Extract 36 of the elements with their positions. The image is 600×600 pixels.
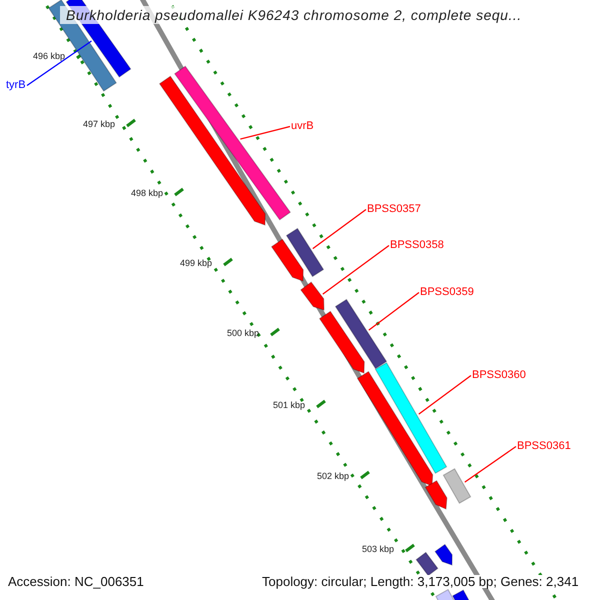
gene-label: BPSS0357 <box>367 204 421 215</box>
footer-text: Topology: circular; Length: 3,173,005 bp; Genes: 2,341 <box>262 575 579 588</box>
gene-label: tyrB <box>6 80 26 91</box>
gene-arrow-block <box>318 310 365 374</box>
leader-line <box>240 126 290 140</box>
leader-line <box>418 375 472 415</box>
gene-label: uvrB <box>291 121 314 132</box>
gene-bar <box>286 228 324 278</box>
tick-label: 500 kbp <box>227 329 260 338</box>
leader-line <box>26 40 92 86</box>
tick-label: 496 kbp <box>33 52 66 61</box>
gene-arrow-block <box>434 544 453 566</box>
gene-bar <box>334 298 388 370</box>
gene-label: BPSS0359 <box>420 287 474 298</box>
gene-label: BPSS0360 <box>472 370 526 381</box>
gene-bar <box>416 552 438 576</box>
gene-label: BPSS0361 <box>517 441 571 452</box>
gene-label: BPSS0358 <box>390 240 444 251</box>
leader-line <box>464 446 516 483</box>
gene-bar <box>374 362 448 474</box>
gene-arrow-block <box>424 480 448 510</box>
tick-label: 502 kbp <box>317 472 350 481</box>
leader-line <box>322 245 390 295</box>
gene-bar <box>442 468 472 504</box>
tick-label: 499 kbp <box>180 259 212 268</box>
footer-text: Accession: NC_006351 <box>8 575 144 588</box>
leader-line <box>312 209 366 250</box>
gene-arrow-block <box>300 281 325 311</box>
gene-arrow-block <box>356 370 434 487</box>
tick-label: 501 kbp <box>273 401 306 410</box>
leader-line <box>368 292 420 331</box>
tick-label: 503 kbp <box>362 545 394 554</box>
gene-bar <box>174 66 291 220</box>
gene-arrow-block <box>270 238 304 282</box>
tick-label: 498 kbp <box>131 189 164 198</box>
tick-label: 497 kbp <box>83 120 116 129</box>
